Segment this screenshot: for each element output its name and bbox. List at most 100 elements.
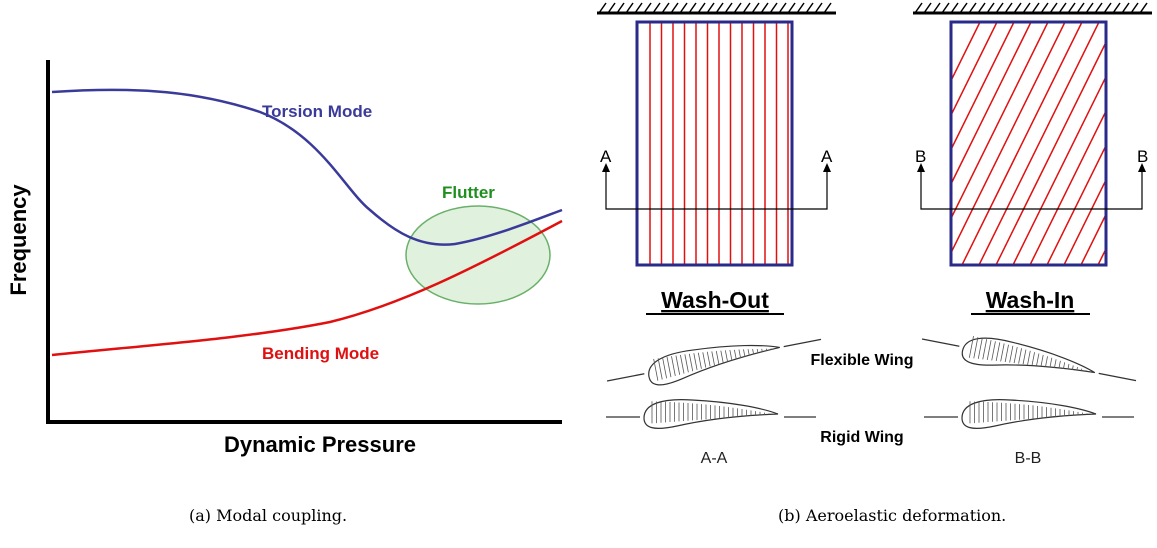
airfoil-rib xyxy=(968,335,974,358)
airfoil-rib xyxy=(688,353,694,372)
wall-hatch-line xyxy=(1058,2,1067,14)
wall-hatch-line xyxy=(796,2,805,14)
wash-in-wing: B B xyxy=(913,2,1157,267)
airfoil-rib xyxy=(1071,365,1074,371)
airfoil-rib xyxy=(675,355,681,375)
flutter-region xyxy=(405,205,551,305)
airfoil-rib xyxy=(1009,345,1014,363)
wall-hatch-line xyxy=(787,2,796,14)
airfoil-rib xyxy=(756,348,759,354)
torsion-mode-curve xyxy=(51,88,563,246)
airfoil-rib xyxy=(1040,354,1044,367)
wall-hatch-line xyxy=(670,2,679,14)
airfoil-rib xyxy=(720,350,724,363)
wall-hatch-line xyxy=(968,2,977,14)
wall-hatch-line xyxy=(661,2,670,14)
wall-hatch-line xyxy=(1067,2,1076,14)
wall-hatch-line xyxy=(1031,2,1040,14)
wall-hatch-line xyxy=(1139,2,1148,14)
wall-hatch-line xyxy=(1040,2,1049,14)
airfoil-rib xyxy=(666,356,672,378)
wall-hatch-line xyxy=(706,2,715,14)
wall-hatch-line xyxy=(959,2,968,14)
wall-hatch-line xyxy=(923,2,932,14)
airfoil-rib xyxy=(1022,349,1027,365)
airfoil-rib xyxy=(702,352,707,368)
caption-a-text: Modal coupling. xyxy=(216,506,348,525)
wall-hatch-line xyxy=(1004,2,1013,14)
rigid-wing-label: Rigid Wing xyxy=(820,429,903,446)
wall-hatch-line xyxy=(760,2,769,14)
wall-hatch-line xyxy=(986,2,995,14)
caption-a: (a) Modal coupling. xyxy=(189,506,347,525)
wall-hatch-line xyxy=(941,2,950,14)
wash-in-stripe xyxy=(1080,212,1106,265)
wash-in-wing-outline xyxy=(949,20,1108,267)
airfoil-rib xyxy=(680,354,685,374)
airfoil-rib xyxy=(761,348,763,353)
airfoil-rib xyxy=(747,349,750,356)
x-axis-label: Dynamic Pressure xyxy=(224,432,416,457)
wall-hatch-line xyxy=(742,2,751,14)
arrow-a-left xyxy=(602,163,610,172)
wall-hatch-line xyxy=(814,2,823,14)
wall-hatch-line xyxy=(950,2,959,14)
wash-in-stripe xyxy=(995,40,1106,265)
wash-in-stripe xyxy=(951,22,1032,186)
airfoil-rib xyxy=(671,356,676,377)
section-name-a-a: A-A xyxy=(701,450,728,467)
wash-in-stripe xyxy=(961,22,1083,265)
wash-in-stripe xyxy=(951,22,998,117)
torsion-mode-label: Torsion Mode xyxy=(262,102,372,121)
wash-out-wing-outline xyxy=(635,20,794,267)
airfoil-rib xyxy=(653,358,659,381)
airfoil-rib xyxy=(1013,346,1018,364)
wall-hatch-line xyxy=(805,2,814,14)
airfoil-rib xyxy=(1054,359,1057,368)
wall-hatch-line xyxy=(679,2,688,14)
wall-hatch-line xyxy=(652,2,661,14)
flutter-label: Flutter xyxy=(442,183,495,202)
wash-out-stripes xyxy=(649,22,789,265)
wall-hatch-line xyxy=(1022,2,1031,14)
figure-canvas: Torsion Mode Bending Mode Flutter Dynami… xyxy=(6,2,1157,467)
wash-in-stripe xyxy=(951,22,981,83)
airfoil-rib xyxy=(724,350,728,362)
wall-hatch-line xyxy=(778,2,787,14)
wash-in-stripe xyxy=(951,22,1066,255)
wash-in-stripe xyxy=(978,22,1100,265)
airfoil-rib xyxy=(738,349,742,359)
section-letter-a-right: A xyxy=(821,147,833,166)
wash-out-wing: A A xyxy=(597,2,836,267)
airfoil-rib xyxy=(752,348,755,355)
airfoil-flexible-washin xyxy=(921,335,1137,382)
airfoil-rib xyxy=(706,351,711,367)
airfoil-rib xyxy=(684,354,689,373)
wash-in-stripe xyxy=(951,22,1015,152)
wall-hatch-line xyxy=(977,2,986,14)
airfoil-rib xyxy=(715,350,720,365)
wall-hatch-line xyxy=(823,2,832,14)
section-letter-b-right: B xyxy=(1137,147,1148,166)
airfoil-rib xyxy=(1058,360,1061,369)
bending-mode-curve xyxy=(51,219,563,357)
wall-hatch-right xyxy=(914,2,1148,14)
wash-in-stripe xyxy=(1115,22,1157,265)
airfoil-rib xyxy=(1076,367,1078,371)
section-letter-b-left: B xyxy=(915,147,926,166)
caption-b: (b) Aeroelastic deformation. xyxy=(778,506,1006,525)
wall-hatch-line xyxy=(688,2,697,14)
airfoil-flexible-washout xyxy=(606,338,822,386)
airfoil-rib xyxy=(1004,344,1009,363)
wall-hatch-line xyxy=(1085,2,1094,14)
panel-a-modal-coupling: Torsion Mode Bending Mode Flutter Dynami… xyxy=(6,60,563,457)
airfoil-rib xyxy=(991,341,996,361)
caption-b-text: Aeroelastic deformation. xyxy=(805,506,1007,525)
wall-hatch-line xyxy=(1076,2,1085,14)
wall-hatch-line xyxy=(616,2,625,14)
caption-b-tag: (b) xyxy=(778,506,801,525)
panel-b-aeroelastic-deformation: A A B B Wash-Out Wash-In xyxy=(597,2,1157,467)
wall-hatch-line xyxy=(598,2,607,14)
wall-hatch-line xyxy=(1112,2,1121,14)
airfoil-rib xyxy=(711,351,715,366)
